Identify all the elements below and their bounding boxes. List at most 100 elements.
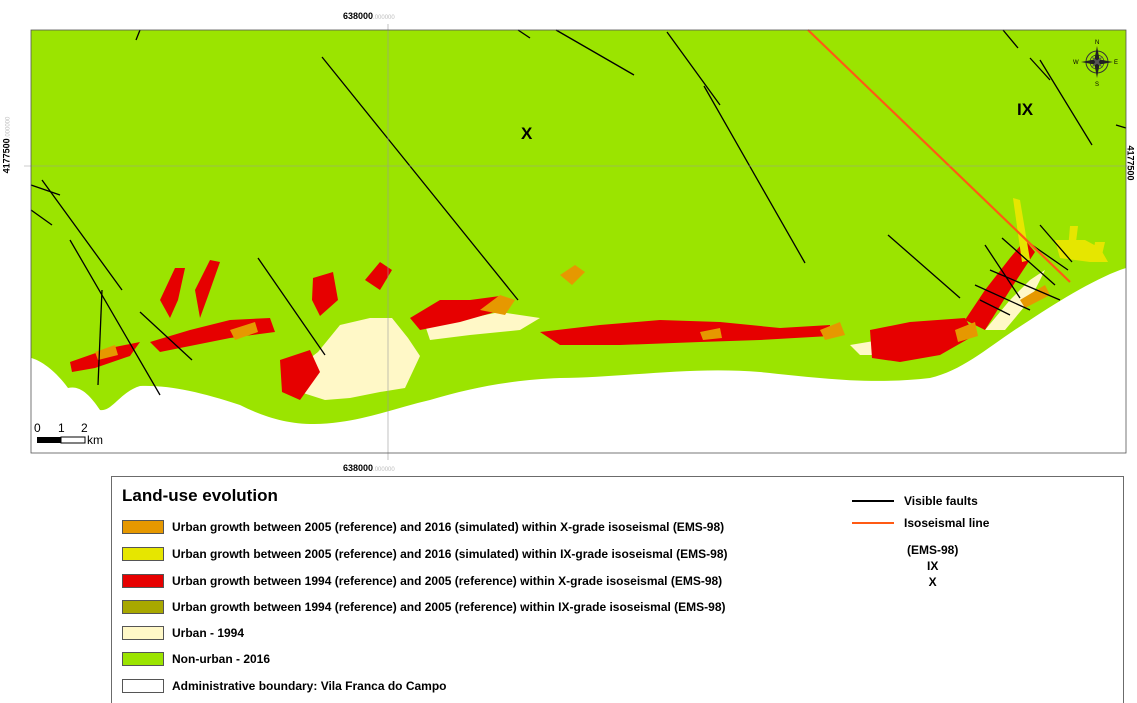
legend-label: Non-urban - 2016 <box>172 652 271 666</box>
fault-line <box>1039 59 1093 146</box>
fault-line <box>517 29 531 39</box>
legend-swatch <box>122 547 164 561</box>
scale-bar: 0 1 2 km <box>34 421 103 447</box>
legend-item-non-urban: Non-urban - 2016 <box>122 651 270 667</box>
orange-growth-5 <box>230 322 258 340</box>
urban-growth-2005-2016-ix <box>1013 198 1108 262</box>
left-northing-decimals: .000000 <box>5 116 12 139</box>
top-easting-value: 638000 <box>343 11 374 21</box>
fault-line <box>555 29 635 76</box>
fault-line <box>257 257 326 356</box>
compass-w: W <box>1073 60 1079 66</box>
isoseismal-line <box>807 29 1071 283</box>
fault-line <box>321 56 519 301</box>
red-growth-hill <box>365 262 392 290</box>
compass-s: S <box>1095 82 1099 88</box>
grade-ix: IX <box>927 559 939 573</box>
non-urban-land <box>31 30 1126 425</box>
fault-line <box>1002 29 1019 49</box>
compass-rose-icon: N S E W <box>1073 40 1118 88</box>
urban-growth-2005-2016-x <box>95 265 1050 360</box>
fault-line <box>1001 237 1056 286</box>
legend-item-boundary: Administrative boundary: Vila Franca do … <box>122 678 447 694</box>
fault-line <box>666 31 721 106</box>
red-growth-west <box>280 350 320 400</box>
legend-swatch <box>122 679 164 693</box>
grade-block: (EMS-98) IX X <box>907 542 958 590</box>
bottom-easting-value: 638000 <box>343 463 374 473</box>
fault-line <box>979 299 1011 316</box>
fault-line <box>1029 57 1051 81</box>
red-growth-northwest <box>312 272 338 316</box>
fault-line-swatch <box>852 500 894 502</box>
yellow-growth-1 <box>1013 198 1030 262</box>
fault-line <box>1115 124 1127 129</box>
red-growth-valley-1 <box>160 268 185 318</box>
legend-item-orange: Urban growth between 2005 (reference) an… <box>122 519 724 535</box>
compass-n: N <box>1095 40 1099 46</box>
map-canvas: X IX N S E W 0 1 2 km <box>24 24 1133 460</box>
orange-growth-7 <box>955 322 978 342</box>
top-easting-decimals: .000000 <box>373 15 395 21</box>
orange-growth-8 <box>1020 285 1050 308</box>
fault-line <box>139 311 193 361</box>
right-northing-value: 4177500 <box>1125 145 1136 181</box>
legend-swatch <box>122 600 164 614</box>
fault-line <box>887 234 961 299</box>
legend-label: Urban growth between 2005 (reference) an… <box>172 547 728 561</box>
orange-growth-1 <box>480 295 515 315</box>
urban-1994-strip <box>425 312 540 340</box>
visible-faults <box>30 29 1127 396</box>
grade-title: (EMS-98) <box>907 543 959 557</box>
red-growth-centre <box>410 296 500 330</box>
legend-swatch <box>122 626 164 640</box>
scale-tick-2: 2 <box>81 421 88 435</box>
scale-unit: km <box>87 433 103 447</box>
fault-line <box>30 184 61 196</box>
zone-label-ix: IX <box>1017 100 1034 119</box>
legend-isoseismal-line: Isoseismal line <box>852 516 989 530</box>
scale-tick-0: 0 <box>34 421 41 435</box>
legend-label: Urban growth between 1994 (reference) an… <box>172 574 723 588</box>
orange-growth-2 <box>560 265 585 285</box>
red-growth-coastal <box>540 320 830 345</box>
red-growth-northeast <box>965 240 1035 330</box>
fault-line <box>97 289 103 386</box>
grade-x: X <box>928 575 937 589</box>
isoseismal-line-swatch <box>852 522 894 524</box>
fault-line <box>984 244 1021 299</box>
bottom-easting-decimals: .000000 <box>373 467 395 473</box>
compass-e: E <box>1114 60 1118 66</box>
yellow-growth-3 <box>1093 242 1105 255</box>
legend-item-olive: Urban growth between 1994 (reference) an… <box>122 599 726 615</box>
left-northing-label: 4177500.000000 <box>1 117 11 174</box>
legend-item-red: Urban growth between 1994 (reference) an… <box>122 573 722 589</box>
top-easting-label: 638000.000000 <box>343 11 395 21</box>
legend-label: Urban - 1994 <box>172 626 245 640</box>
legend-swatch <box>122 574 164 588</box>
legend-item-yellow: Urban growth between 2005 (reference) an… <box>122 546 728 562</box>
zone-label-x: X <box>521 124 533 143</box>
orange-growth-3 <box>700 328 722 340</box>
legend-swatch <box>122 652 164 666</box>
legend-panel: Land-use evolution Urban growth between … <box>111 476 1124 703</box>
bottom-easting-label: 638000.000000 <box>343 463 395 473</box>
map-frame <box>30 29 1127 454</box>
fault-line <box>703 85 806 264</box>
fault-line <box>974 284 1031 311</box>
legend-label: Visible faults <box>904 494 978 508</box>
orange-growth-6 <box>95 345 118 360</box>
fault-line <box>1039 224 1073 263</box>
fault-line <box>30 209 53 226</box>
right-northing-label: 4177500 <box>1126 145 1136 180</box>
legend-label: Administrative boundary: Vila Franca do … <box>172 679 447 693</box>
red-growth-east <box>870 318 975 362</box>
fault-line <box>1031 244 1069 271</box>
fault-line <box>989 269 1061 301</box>
left-northing-value: 4177500 <box>1 138 12 174</box>
legend-label: Isoseismal line <box>904 516 990 530</box>
orange-growth-4 <box>820 322 845 340</box>
legend-swatch <box>122 520 164 534</box>
legend-item-urban-1994: Urban - 1994 <box>122 625 244 641</box>
fault-line <box>41 179 123 291</box>
